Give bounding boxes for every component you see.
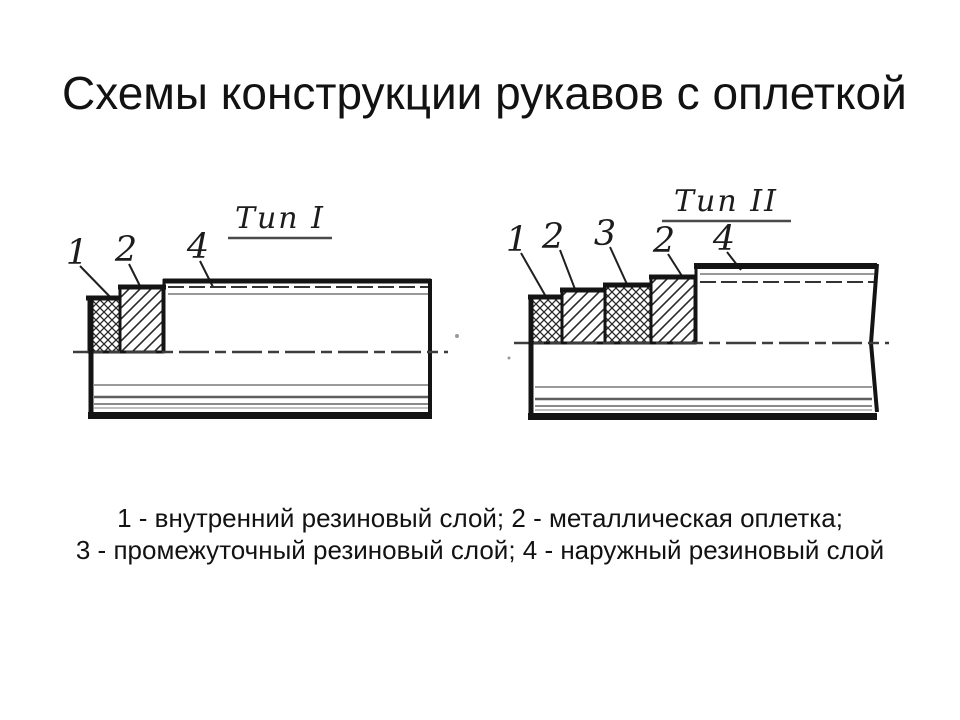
legend-line-2: 3 - промежуточный резиновый слой; 4 - на… (75, 535, 885, 565)
type2-hose-drawing (507, 263, 889, 420)
type2-layer1-block (528, 296, 564, 345)
type1-bottom-edge (88, 412, 432, 419)
type1-caption-text: Тип I (235, 201, 325, 236)
type2-layer3-block (603, 284, 653, 345)
figure-legend: 1 - внутренний резиновый слой; 2 - метал… (0, 502, 960, 566)
type2-label-layer1: 1 (506, 220, 528, 260)
type1-label-layer4: 4 (186, 227, 209, 267)
type2-bottom-edge (528, 413, 877, 420)
type2-label-layer2: 2 (541, 217, 564, 257)
type1-label-layer1: 1 (66, 233, 88, 273)
type2-caption-text: Тип II (674, 184, 778, 219)
diagram-type2: Тип II 1 2 3 2 4 (506, 184, 889, 420)
type2-layer2b-block (649, 276, 697, 345)
type2-label-layer3: 3 (594, 214, 616, 254)
type2-label-layer4: 4 (712, 219, 735, 259)
type1-layer2-block (118, 286, 165, 354)
scan-speck (455, 334, 459, 338)
type2-label-layer2b: 2 (652, 221, 675, 261)
type1-layer1-block (87, 296, 122, 354)
slide-title: Схемы конструкции рукавов с оплеткой (62, 67, 907, 119)
type1-label-layer2: 2 (114, 230, 137, 270)
legend-line-1: 1 - внутренний резиновый слой; 2 - метал… (117, 503, 843, 533)
diagram-type1: Тип I 1 2 4 (66, 201, 459, 419)
leader-line (520, 252, 550, 303)
type2-layer2-block (560, 289, 607, 345)
type2-tube-right-edge (868, 263, 879, 413)
type1-hose-drawing (73, 278, 459, 419)
scan-speck (507, 356, 511, 360)
